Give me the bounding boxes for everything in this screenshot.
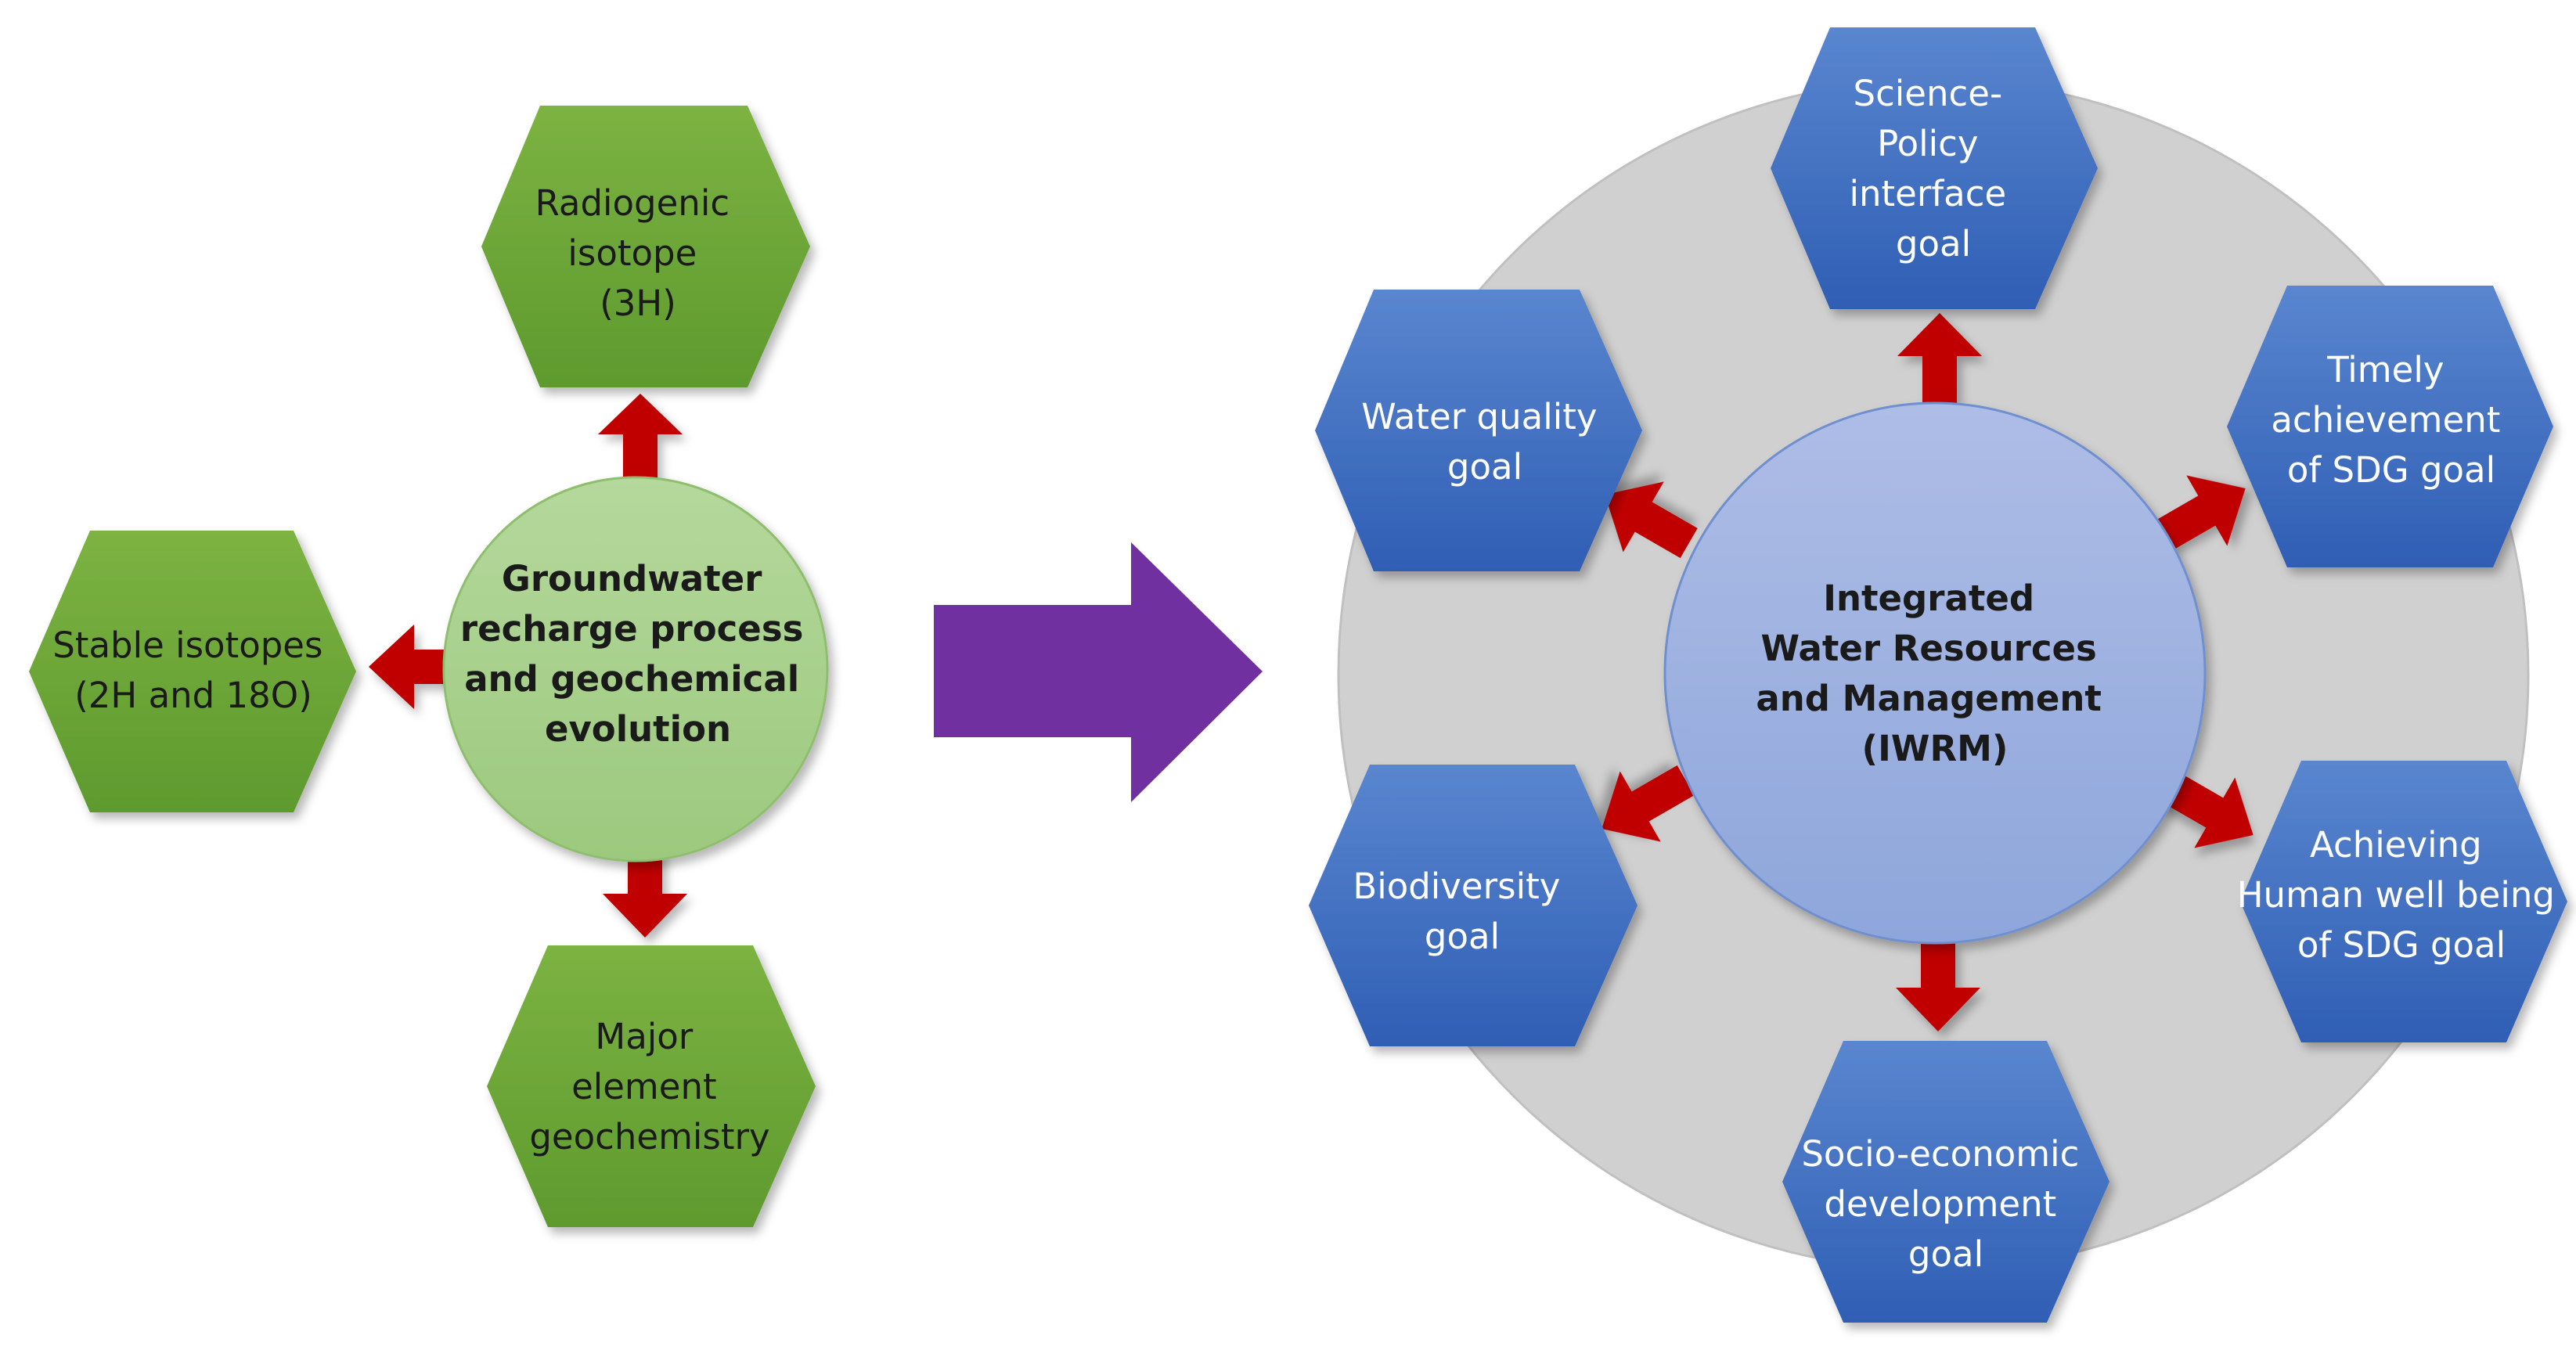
human-well-being-hex (2240, 761, 2567, 1042)
biodiversity-label: Biodiversity goal (1353, 866, 1571, 957)
human-well-being-label: Achieving Human well being of SDG goal (2237, 824, 2567, 966)
socio-economic-label: Socio-economic development goal (1801, 1133, 2090, 1275)
groundwater-recharge-label: Groundwater recharge process and geochem… (460, 558, 816, 750)
arrow-to-timely-sdg (2153, 475, 2246, 553)
timely-sdg-label: Timely achievement of SDG goal (2271, 349, 2511, 491)
left-panel: Groundwater recharge process and geochem… (29, 106, 829, 1227)
iwrm-circle (1663, 401, 2207, 945)
water-quality-label: Water quality goal (1361, 396, 1609, 488)
water-quality-hex (1315, 290, 1642, 571)
timely-sdg-hex (2227, 286, 2553, 567)
arrow-to-biodiversity (1601, 765, 1695, 842)
arrow-to-water-quality (1605, 481, 1698, 559)
major-element-label: Major element geochemistry (529, 1016, 769, 1157)
radiogenic-isotope-hex (481, 106, 810, 387)
arrow-to-human-well-being (2160, 771, 2254, 848)
major-element-hex (487, 945, 816, 1227)
arrow-to-major (603, 849, 687, 938)
socio-economic-hex (1782, 1041, 2109, 1323)
arrow-to-radiogenic (598, 394, 683, 485)
radiogenic-isotope-label: Radiogenic isotope (3H) (535, 182, 741, 324)
arrow-to-stable (369, 625, 459, 709)
stable-isotopes-hex (29, 531, 356, 812)
arrow-to-science-policy (1897, 313, 1982, 403)
right-panel: Integrated Water Resources and Managemen… (1309, 27, 2567, 1323)
iwrm-label: Integrated Water Resources and Managemen… (1756, 578, 2113, 769)
groundwater-recharge-circle (442, 476, 829, 862)
arrow-to-socio-economic (1896, 943, 1980, 1031)
biodiversity-hex (1309, 765, 1637, 1046)
stable-isotopes-label: Stable isotopes (2H and 18O) (52, 625, 334, 716)
science-policy-hex (1771, 27, 2098, 309)
flow-arrow (934, 542, 1263, 802)
science-policy-label: Science- Policy interface goal (1849, 73, 2017, 265)
